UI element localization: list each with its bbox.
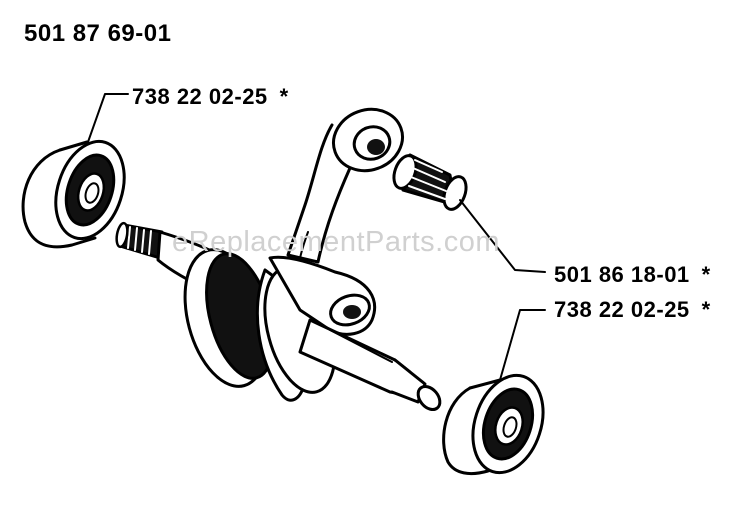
- callout-part-number: 501 86 18-01: [554, 262, 690, 287]
- crankshaft: [115, 221, 442, 412]
- callout-part-number: 738 22 02-25: [554, 297, 690, 322]
- leader-line-left-bearing: [87, 93, 129, 143]
- callout-marker: *: [279, 84, 289, 109]
- connecting-rod: [286, 107, 404, 283]
- assembly-part-number: 501 87 69-01: [24, 20, 172, 47]
- ball-bearing-right: [442, 373, 545, 476]
- leader-lines: [87, 93, 546, 381]
- callout-left-bearing: 738 22 02-25 *: [132, 84, 289, 110]
- leader-line-right-bearing: [499, 309, 546, 381]
- callout-marker: *: [701, 297, 711, 322]
- callout-marker: *: [701, 262, 711, 287]
- callout-right-bearing: 738 22 02-25 *: [554, 297, 711, 323]
- callout-part-number: 738 22 02-25: [132, 84, 268, 109]
- needle-bearing: [392, 153, 468, 211]
- leader-line-needle-bearing: [459, 199, 546, 273]
- callout-needle-bearing: 501 86 18-01 *: [554, 262, 711, 288]
- ball-bearing-left: [21, 139, 126, 249]
- watermark-text: eReplacementParts.com: [172, 226, 501, 258]
